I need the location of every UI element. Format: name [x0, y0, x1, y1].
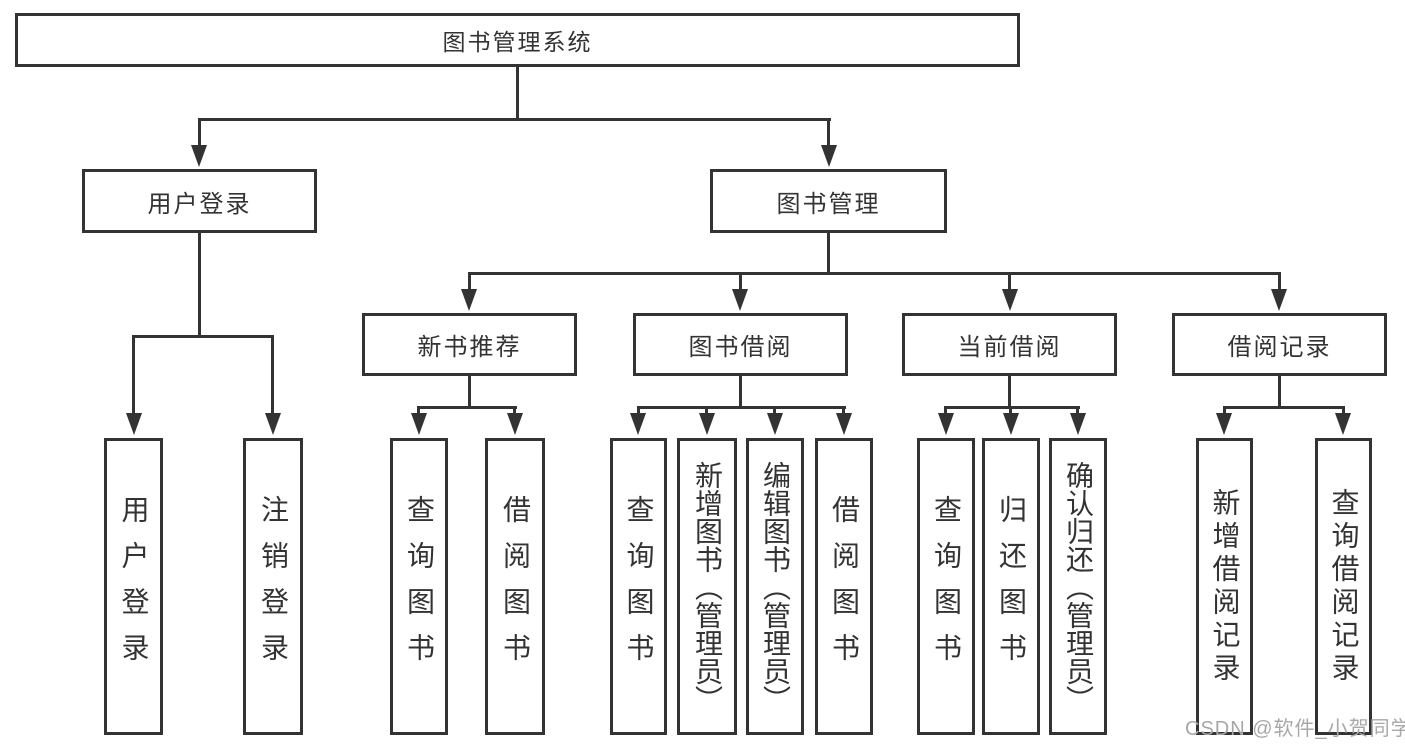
connector-line	[513, 406, 516, 417]
connector-line	[944, 406, 1080, 409]
arrow-head-icon	[836, 413, 852, 435]
arrow-head-icon	[126, 413, 142, 435]
connector-line	[468, 272, 471, 293]
node-root-library-system: 图书管理系统	[15, 13, 1020, 67]
leaf-current-return-book: 归还图书	[982, 438, 1040, 735]
connector-line	[1076, 406, 1079, 417]
arrow-head-icon	[1335, 413, 1351, 435]
arrow-head-icon	[191, 145, 207, 167]
arrow-head-icon	[411, 413, 427, 435]
arrow-head-icon	[1271, 289, 1287, 311]
connector-line	[132, 335, 274, 338]
arrow-head-icon	[821, 145, 837, 167]
csdn-watermark: CSDN @软件_小贺同学	[1185, 718, 1405, 740]
connector-line	[705, 406, 708, 417]
connector-line	[842, 406, 845, 417]
connector-line	[1008, 376, 1011, 406]
arrow-head-icon	[767, 413, 783, 435]
arrow-head-icon	[507, 413, 523, 435]
connector-line	[1009, 406, 1012, 417]
connector-line	[637, 406, 640, 417]
arrow-head-icon	[461, 289, 477, 311]
node-new-book-recommend: 新书推荐	[362, 313, 577, 376]
connector-line	[271, 335, 274, 415]
node-borrow-records: 借阅记录	[1172, 313, 1387, 376]
arrow-head-icon	[1002, 289, 1018, 311]
connector-line	[739, 376, 742, 406]
arrow-head-icon	[1216, 413, 1232, 435]
arrow-head-icon	[938, 413, 954, 435]
connector-line	[198, 233, 201, 335]
connector-line	[198, 118, 831, 121]
arrow-head-icon	[265, 413, 281, 435]
node-current-borrow: 当前借阅	[902, 313, 1117, 376]
connector-line	[198, 118, 201, 150]
arrow-head-icon	[630, 413, 646, 435]
arrow-head-icon	[1070, 413, 1086, 435]
connector-line	[516, 67, 519, 118]
arrow-head-icon	[1003, 413, 1019, 435]
connector-line	[468, 376, 471, 406]
arrow-head-icon	[699, 413, 715, 435]
connector-line	[1008, 272, 1011, 293]
node-book-management: 图书管理	[710, 169, 947, 233]
connector-line	[132, 335, 135, 415]
leaf-user-login: 用户登录	[104, 438, 163, 735]
leaf-borrow-borrow-book: 借阅图书	[815, 438, 873, 735]
connector-line	[468, 272, 1281, 275]
connector-line	[773, 406, 776, 417]
leaf-recommend-query-book: 查询图书	[390, 438, 448, 735]
leaf-recommend-borrow-book: 借阅图书	[485, 438, 545, 735]
connector-line	[1278, 272, 1281, 293]
leaf-borrow-query-book: 查询图书	[610, 438, 667, 735]
connector-line	[827, 118, 830, 150]
connector-line	[739, 272, 742, 293]
node-user-login: 用户登录	[82, 169, 317, 233]
node-book-borrow: 图书借阅	[633, 313, 848, 376]
leaf-records-add-borrow-record: 新增借阅记录	[1196, 438, 1253, 735]
connector-line	[1278, 376, 1281, 406]
leaf-logout-login: 注销登录	[243, 438, 303, 735]
connector-line	[417, 406, 420, 417]
leaf-current-query-book: 查询图书	[917, 438, 975, 735]
leaf-records-query-borrow-record: 查询借阅记录	[1315, 438, 1372, 735]
leaf-current-confirm-return-admin: 确认归还（管理员）	[1049, 438, 1107, 735]
connector-line	[1223, 406, 1226, 417]
connector-line	[944, 406, 947, 417]
arrow-head-icon	[732, 289, 748, 311]
leaf-borrow-edit-book-admin: 编辑图书（管理员）	[746, 438, 804, 735]
connector-line	[637, 406, 846, 409]
connector-line	[1342, 406, 1345, 417]
connector-line	[1223, 406, 1345, 409]
connector-line	[417, 406, 517, 409]
leaf-borrow-add-book-admin: 新增图书（管理员）	[677, 438, 737, 735]
connector-line	[827, 233, 830, 272]
